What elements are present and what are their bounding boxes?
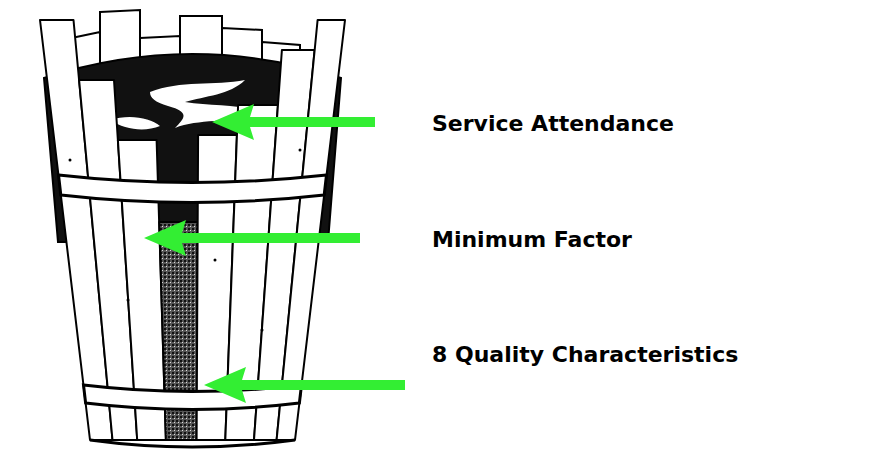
stave (277, 20, 345, 440)
grain-dot (127, 299, 130, 302)
grain-dot (214, 259, 217, 262)
grain-dot (69, 159, 72, 162)
callout-label: Minimum Factor (432, 227, 632, 253)
pointer-arrow (144, 220, 360, 256)
grain-dot (299, 149, 302, 152)
pointer-arrow (204, 367, 405, 403)
front-staves (40, 20, 345, 440)
hoop (59, 175, 327, 203)
grain-dot (261, 329, 264, 332)
pointer-arrow (212, 104, 375, 140)
callout-label: Service Attendance (432, 111, 674, 137)
barrel-bottom (90, 440, 295, 447)
callout-label: 8 Quality Characteristics (432, 342, 738, 368)
pointer-arrows (144, 104, 405, 403)
